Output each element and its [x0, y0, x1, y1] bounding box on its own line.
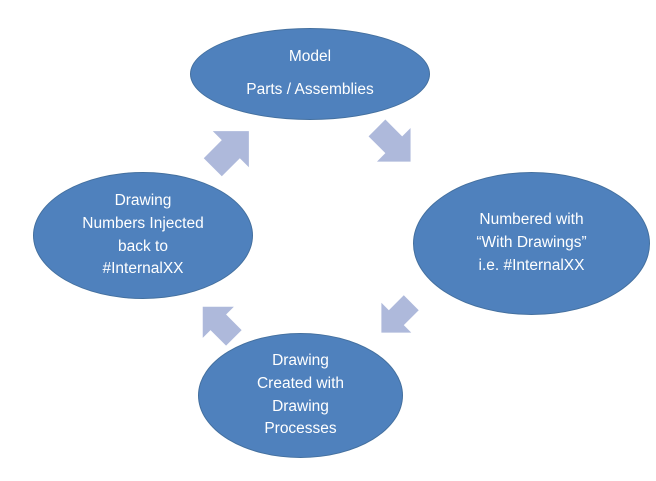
node-text-line: i.e. #InternalXX — [478, 256, 585, 274]
node-text-line: Parts / Assemblies — [246, 81, 374, 98]
node-drawing-created-with-processes: Drawing Created with Drawing Processes — [198, 333, 403, 458]
node-drawing-numbers-injected: Drawing Numbers Injected back to #Intern… — [33, 172, 253, 299]
node-text-line: Numbered with — [479, 211, 584, 229]
node-text-line: Drawing — [114, 191, 172, 209]
node-text-line: #InternalXX — [102, 260, 184, 278]
node-numbered-with-drawings: Numbered with “With Drawings” i.e. #Inte… — [413, 172, 650, 315]
node-text-line: Created with — [256, 374, 344, 392]
node-text-line: back to — [118, 237, 168, 255]
cycle-arrow-drawing-created-to-numbers-injected — [202, 306, 243, 347]
node-text-line: Numbers Injected — [82, 214, 204, 232]
cycle-arrow-model-to-numbered — [367, 118, 412, 163]
node-text-line: Model — [288, 48, 332, 66]
cycle-arrow-numbered-to-drawing-created — [380, 294, 420, 334]
node-text-line: Processes — [264, 420, 337, 438]
node-text-line: Drawing — [272, 351, 329, 369]
cycle-arrow-numbers-injected-to-model — [202, 130, 250, 178]
node-text-line: Drawing — [272, 397, 329, 415]
node-model-parts-assemblies: Model Parts / Assemblies — [190, 28, 430, 120]
node-text-line: “With Drawings” — [476, 234, 587, 252]
